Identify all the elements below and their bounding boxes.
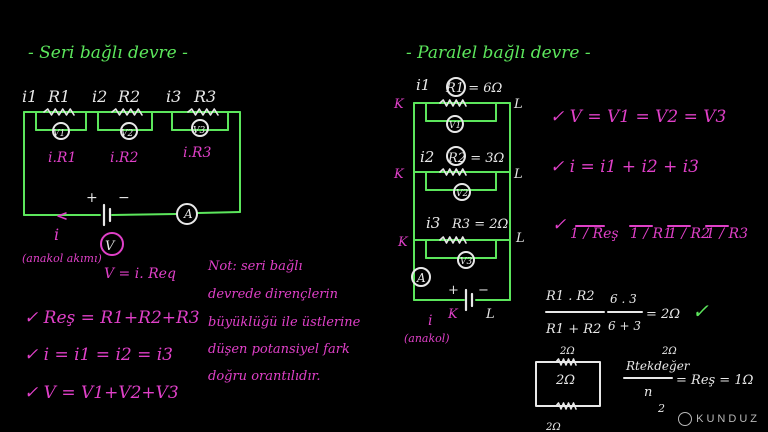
parallel-current-2: i2	[420, 148, 434, 166]
series-current-2: i2	[92, 87, 107, 106]
series-resistor-2	[111, 108, 143, 116]
series-battery-minus: −	[118, 190, 130, 206]
series-resistor-2-label: R2	[117, 87, 140, 106]
series-voltmeter-3-circle	[191, 119, 209, 137]
parallel-voltmeter-1: V1	[449, 121, 461, 131]
note-line-3: büyüklüğü ile üstlerine	[208, 315, 361, 330]
series-voltmeter-2: V2	[121, 129, 133, 139]
parallel-formula-voltage: ✓ V = V1 = V2 = V3	[550, 107, 726, 127]
parallel-node-k-1: K	[393, 97, 405, 112]
parallel-current-1: i1	[416, 76, 430, 94]
series-drop-1: i.R1	[48, 150, 76, 166]
series-current-label: i	[54, 225, 59, 244]
reciprocal-term-3: 1 / R3	[706, 226, 748, 242]
resistor-box-bottom-resistor	[555, 402, 577, 410]
parallel-formula-current: ✓ i = i1 + i2 + i3	[550, 157, 699, 177]
parallel-resistor-2-label: R2 = 3Ω	[447, 151, 504, 166]
parallel-resistor-2	[439, 168, 467, 176]
product-sum-result: = 2Ω	[646, 307, 680, 322]
series-resistor-1-label: R1	[47, 87, 70, 106]
series-bottom-wire-right	[197, 211, 241, 214]
parallel-resistor-1	[439, 99, 467, 107]
series-voltmeter-main-circle	[100, 232, 124, 256]
series-current-3: i3	[166, 87, 181, 106]
kunduz-logo-icon	[678, 412, 693, 426]
parallel-ammeter-label: A	[416, 271, 426, 285]
series-resistor-3	[187, 108, 219, 116]
parallel-ammeter-circle	[411, 267, 431, 287]
equal-rule-numerator: Rtekdeğer	[625, 359, 691, 373]
parallel-resistor-1-label: R1 = 6Ω	[445, 81, 502, 96]
parallel-node-k-2: K	[393, 167, 405, 182]
parallel-resistor-3-label: R3 = 2Ω	[451, 217, 508, 232]
series-voltmeter-3: V3	[193, 126, 205, 136]
reciprocal-check: ✓	[552, 215, 566, 235]
parallel-resistor-3	[439, 236, 467, 244]
equal-rule-sub: 2	[657, 402, 665, 415]
parallel-battery-plus: +	[448, 283, 459, 298]
box-top-resistor-label: 2Ω	[559, 346, 575, 357]
equal-rule-denominator: n	[644, 385, 652, 400]
reciprocal-left: 1 / Reş	[570, 226, 619, 242]
series-voltmeter-1-circle	[52, 122, 70, 140]
series-voltmeter-main: V	[105, 239, 116, 254]
resistor-box-top-resistor	[555, 358, 577, 366]
series-voltmeter-2-circle	[120, 122, 138, 140]
reciprocal-term-2: 1 / R2	[668, 226, 710, 242]
parallel-current-3: i3	[426, 214, 440, 232]
note-line-2: devrede dirençlerin	[208, 287, 338, 302]
parallel-node-k-3: K	[397, 235, 409, 250]
parallel-battery-minus: −	[478, 283, 489, 298]
parallel-voltmeter-3: V3	[460, 257, 472, 267]
equal-rule-result: = Reş = 1Ω	[676, 373, 754, 388]
watermark: KUNDUZ	[678, 412, 760, 426]
parallel-node-l-4: L	[485, 307, 495, 322]
series-drop-2: i.R2	[110, 150, 138, 166]
product-sum-check: ✓	[692, 299, 709, 323]
series-formula-resistance: ✓ Reş = R1+R2+R3	[24, 308, 200, 328]
parallel-voltmeter-3-circle	[457, 251, 475, 269]
parallel-title: - Paralel bağlı devre -	[406, 43, 591, 63]
series-resistor-3-label: R3	[193, 87, 216, 106]
parallel-voltmeter-2-circle	[453, 183, 471, 201]
parallel-node-l-2: L	[513, 167, 523, 182]
product-sum-numerator: R1 . R2	[545, 289, 595, 304]
note-line-1: Not: seri bağlı	[207, 259, 303, 274]
equal-rule-sup: 2Ω	[661, 346, 677, 357]
series-drop-3: i.R3	[183, 145, 211, 161]
product-sum-denominator-value: 6 + 3	[608, 319, 641, 333]
note-line-5: doğru orantılıdır.	[208, 369, 320, 384]
series-ammeter-label: A	[183, 207, 193, 221]
product-sum-numerator-value: 6 . 3	[610, 292, 637, 306]
watermark-text: KUNDUZ	[696, 413, 760, 425]
series-voltmeter-1: V1	[53, 129, 65, 139]
series-bottom-wire-mid	[111, 213, 177, 216]
series-current-1: i1	[22, 87, 37, 106]
series-current-arrow	[57, 212, 67, 220]
series-resistor-1	[43, 108, 75, 116]
parallel-voltmeter-1-circle	[446, 115, 464, 133]
series-battery-plus: +	[86, 190, 98, 206]
parallel-node-k-4: K	[447, 307, 459, 322]
parallel-resistor-1-highlight	[446, 77, 466, 97]
note-line-4: düşen potansiyel fark	[208, 342, 350, 357]
box-inner-label: 2Ω	[555, 373, 575, 388]
box-bottom-resistor-label: 2Ω	[545, 422, 561, 432]
parallel-current-note: (anakol)	[404, 332, 450, 345]
parallel-current-label: i	[428, 313, 432, 329]
series-ammeter-circle	[176, 203, 198, 225]
series-title: - Seri bağlı devre -	[28, 43, 188, 63]
series-current-note: (anakol akımı)	[22, 252, 102, 265]
parallel-resistor-2-highlight	[446, 146, 466, 166]
parallel-node-l-3: L	[515, 231, 525, 246]
parallel-voltmeter-2: V2	[456, 189, 468, 199]
series-formula-voltage: ✓ V = V1+V2+V3	[24, 383, 179, 403]
parallel-node-l-1: L	[513, 97, 523, 112]
reciprocal-term-1: 1 / R1	[630, 226, 672, 242]
series-ohm-law: V = i. Req	[104, 266, 176, 282]
product-sum-denominator: R1 + R2	[545, 322, 601, 337]
series-formula-current: ✓ i = i1 = i2 = i3	[24, 345, 173, 365]
